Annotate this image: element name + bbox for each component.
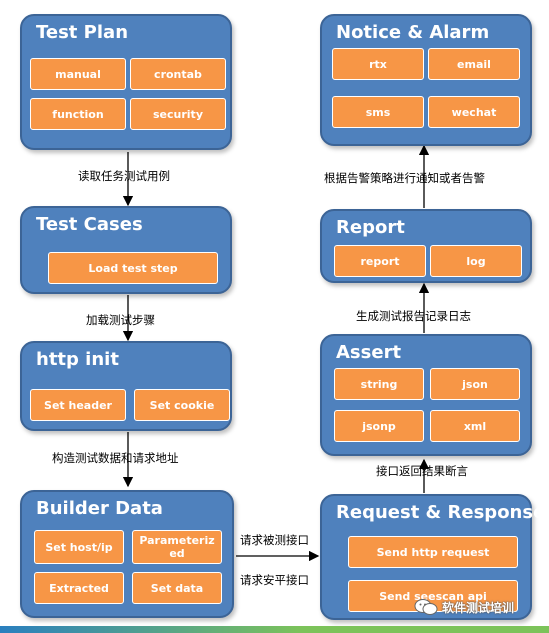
- edge-label-cases-to-init: 加载测试步骤: [86, 313, 155, 327]
- chip-log: log: [430, 245, 522, 277]
- edge-label-builder-to-request-1: 请求被测接口: [240, 533, 309, 547]
- test-plan-title: Test Plan: [36, 22, 129, 43]
- chip-manual: manual: [30, 58, 126, 90]
- test-cases-title: Test Cases: [36, 214, 143, 235]
- test-cases-box: Test Cases Load test step: [20, 206, 232, 294]
- chip-json: json: [430, 368, 520, 400]
- chip-set-header: Set header: [30, 389, 126, 421]
- chip-set-cookie: Set cookie: [134, 389, 230, 421]
- chip-string: string: [334, 368, 424, 400]
- builder-data-box: Builder Data Set host/ip Parameteriz ed …: [20, 490, 234, 618]
- test-plan-box: Test Plan manual crontab function securi…: [20, 14, 232, 150]
- watermark: 软件测试培训: [414, 598, 514, 616]
- builder-data-title: Builder Data: [36, 498, 163, 519]
- request-response-title: Request & Response: [336, 502, 546, 523]
- assert-title: Assert: [336, 342, 402, 363]
- edge-label-plan-to-cases: 读取任务测试用例: [78, 169, 170, 183]
- chip-sms: sms: [332, 96, 424, 128]
- chip-security: security: [130, 98, 226, 130]
- report-box: Report report log: [320, 209, 532, 283]
- chip-set-data: Set data: [132, 572, 222, 604]
- notice-alarm-box: Notice & Alarm rtx email sms wechat: [320, 14, 532, 146]
- chip-set-host-ip: Set host/ip: [34, 530, 124, 564]
- chip-extracted: Extracted: [34, 572, 124, 604]
- http-init-box: http init Set header Set cookie: [20, 341, 232, 431]
- chip-xml: xml: [430, 410, 520, 442]
- report-title: Report: [336, 217, 405, 238]
- edge-label-report-to-notice: 根据告警策略进行通知或者告警: [324, 171, 485, 185]
- chip-rtx: rtx: [332, 48, 424, 80]
- chip-crontab: crontab: [130, 58, 226, 90]
- notice-alarm-title: Notice & Alarm: [336, 22, 490, 43]
- chip-load-test-step: Load test step: [48, 252, 218, 284]
- chip-email: email: [428, 48, 520, 80]
- chip-wechat: wechat: [428, 96, 520, 128]
- assert-box: Assert string json jsonp xml: [320, 334, 532, 456]
- edge-label-init-to-builder: 构造测试数据和请求地址: [52, 451, 179, 465]
- edge-label-request-to-assert: 接口返回结果断言: [376, 464, 468, 478]
- edge-label-assert-to-report: 生成测试报告记录日志: [356, 309, 471, 323]
- footer-gradient-bar: [0, 626, 549, 633]
- watermark-text: 软件测试培训: [442, 600, 515, 615]
- wechat-icon: [414, 598, 438, 616]
- edge-label-builder-to-request-2: 请求安平接口: [240, 573, 309, 587]
- http-init-title: http init: [36, 349, 119, 370]
- chip-function: function: [30, 98, 126, 130]
- chip-parameterized: Parameteriz ed: [132, 530, 222, 564]
- chip-send-http-request: Send http request: [348, 536, 518, 568]
- chip-report: report: [334, 245, 426, 277]
- chip-jsonp: jsonp: [334, 410, 424, 442]
